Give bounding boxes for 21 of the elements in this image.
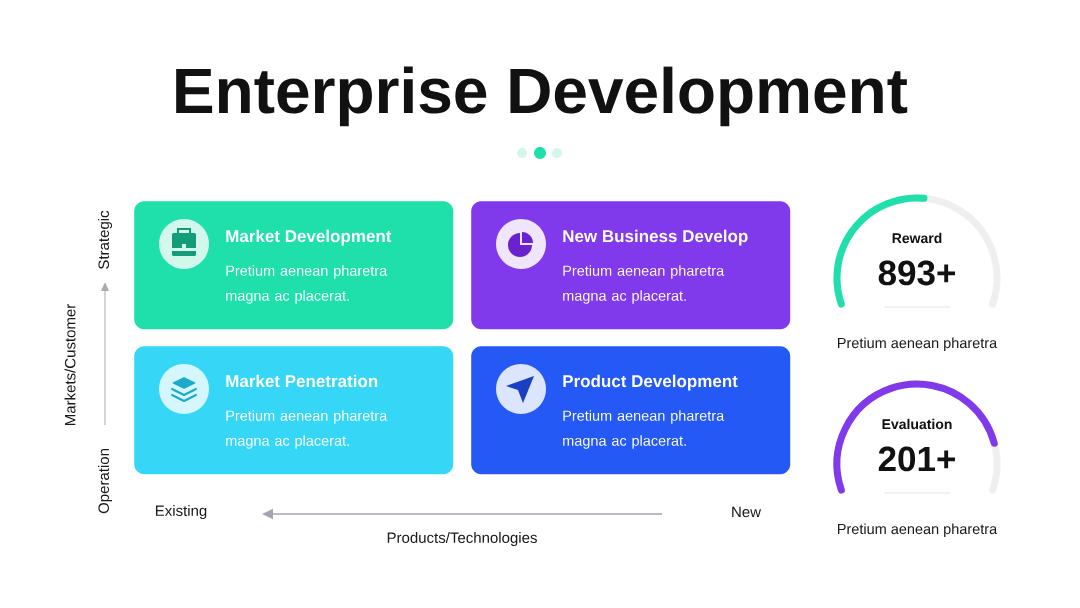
- gauge-label: Reward: [892, 232, 942, 244]
- card-title: Market Development: [226, 229, 392, 246]
- axis-label: Markets/Customer: [64, 304, 76, 426]
- gauge-caption: Pretium aenean pharetra: [838, 337, 998, 351]
- gauge-caption: Pretium aenean pharetra: [838, 523, 998, 537]
- gauge-value: 893+: [878, 260, 955, 286]
- card-text: Pretium aenean pharetra magna ac placerat.: [226, 265, 388, 304]
- axis-label: New: [732, 506, 762, 518]
- card-title: New Business Develop: [563, 229, 748, 246]
- axis-label: Products/Technologies: [387, 532, 537, 546]
- axis-label: Existing: [155, 505, 207, 519]
- gauge-value: 201+: [878, 446, 955, 472]
- card-title: Market Penetration: [226, 374, 378, 388]
- axis-label: Operation: [98, 449, 112, 514]
- card-title: Product Development: [563, 374, 738, 391]
- title: Enterprise Development: [176, 66, 908, 127]
- card-text: Pretium aenean pharetra magna ac placerat.: [563, 265, 725, 304]
- card-text: Pretium aenean pharetra magna ac placerat.: [563, 410, 725, 449]
- gauge-label: Evaluation: [882, 418, 952, 430]
- axis-label: Strategic: [98, 210, 112, 269]
- card-text: Pretium aenean pharetra magna ac placerat.: [226, 410, 388, 449]
